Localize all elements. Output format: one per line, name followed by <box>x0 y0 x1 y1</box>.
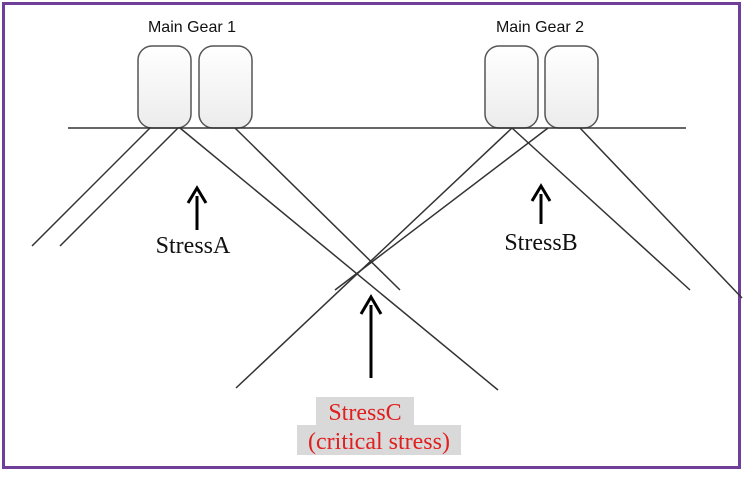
main-gear-1-tire-right <box>198 45 253 129</box>
main-gear-1-label: Main Gear 1 <box>148 19 236 36</box>
main-gear-2 <box>484 45 599 129</box>
gear-2-spread-line <box>334 127 549 291</box>
stress-b-label: StressB <box>504 230 577 256</box>
gear-1-spread-line <box>179 127 499 391</box>
gear-2-spread-line <box>511 127 691 291</box>
main-gear-2-tire-left <box>484 45 539 129</box>
stress-c-arrow <box>359 294 383 378</box>
main-gear-1 <box>137 45 253 129</box>
stress-a-arrow <box>186 185 208 230</box>
diagram-frame <box>2 2 741 469</box>
main-gear-2-label: Main Gear 2 <box>496 19 584 36</box>
stress-b-arrow <box>530 183 552 224</box>
gear-1-spread-line <box>31 127 151 247</box>
main-gear-1-tire-left <box>137 45 192 129</box>
gear-1-spread-lines <box>31 127 499 391</box>
main-gear-2-tire-right <box>544 45 599 129</box>
stress-c-note: (critical stress) <box>308 429 450 455</box>
stress-c-label: StressC <box>328 400 401 426</box>
stress-c-highlight <box>316 397 414 425</box>
gear-2-spread-line <box>579 127 743 299</box>
gear-2-spread-lines <box>235 127 743 389</box>
gear-2-spread-line <box>235 127 513 389</box>
gear-1-spread-line <box>59 127 179 247</box>
stress-c-note-highlight <box>297 425 461 455</box>
gear-1-spread-line <box>234 127 401 291</box>
stress-a-label: StressA <box>156 233 231 259</box>
